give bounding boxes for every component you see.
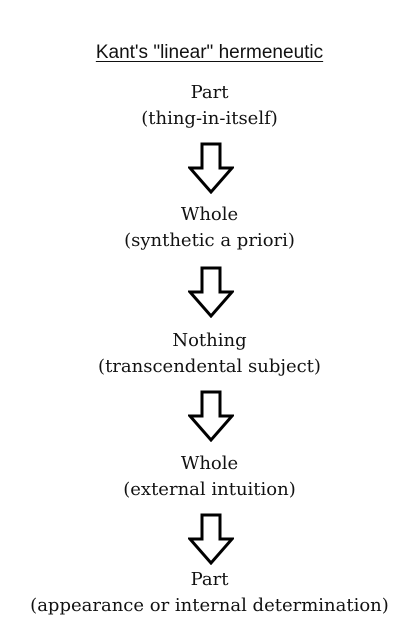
node-whole-external-intuition: Whole (external intuition) [0,451,419,503]
node-part-appearance: Part (appearance or internal determinati… [0,567,419,619]
node-sublabel: (transcendental subject) [98,356,321,377]
node-whole-synthetic-a-priori: Whole (synthetic a priori) [0,202,419,254]
diagram-title: Kant's "linear" hermeneutic [95,42,324,63]
node-label: Whole [180,204,239,225]
node-sublabel: (thing-in-itself) [141,108,278,129]
node-label: Whole [180,453,239,474]
down-arrow-icon [188,390,234,442]
node-sublabel: (synthetic a priori) [124,230,295,251]
node-label: Part [190,82,229,103]
node-sublabel: (external intuition) [123,479,296,500]
node-sublabel: (appearance or internal determination) [30,595,389,616]
node-nothing-transcendental-subject: Nothing (transcendental subject) [0,328,419,380]
down-arrow-icon [188,266,234,318]
node-label: Nothing [172,330,247,351]
down-arrow-icon [188,513,234,565]
node-part-thing-in-itself: Part (thing-in-itself) [0,80,419,132]
down-arrow-icon [188,142,234,194]
node-label: Part [190,569,229,590]
